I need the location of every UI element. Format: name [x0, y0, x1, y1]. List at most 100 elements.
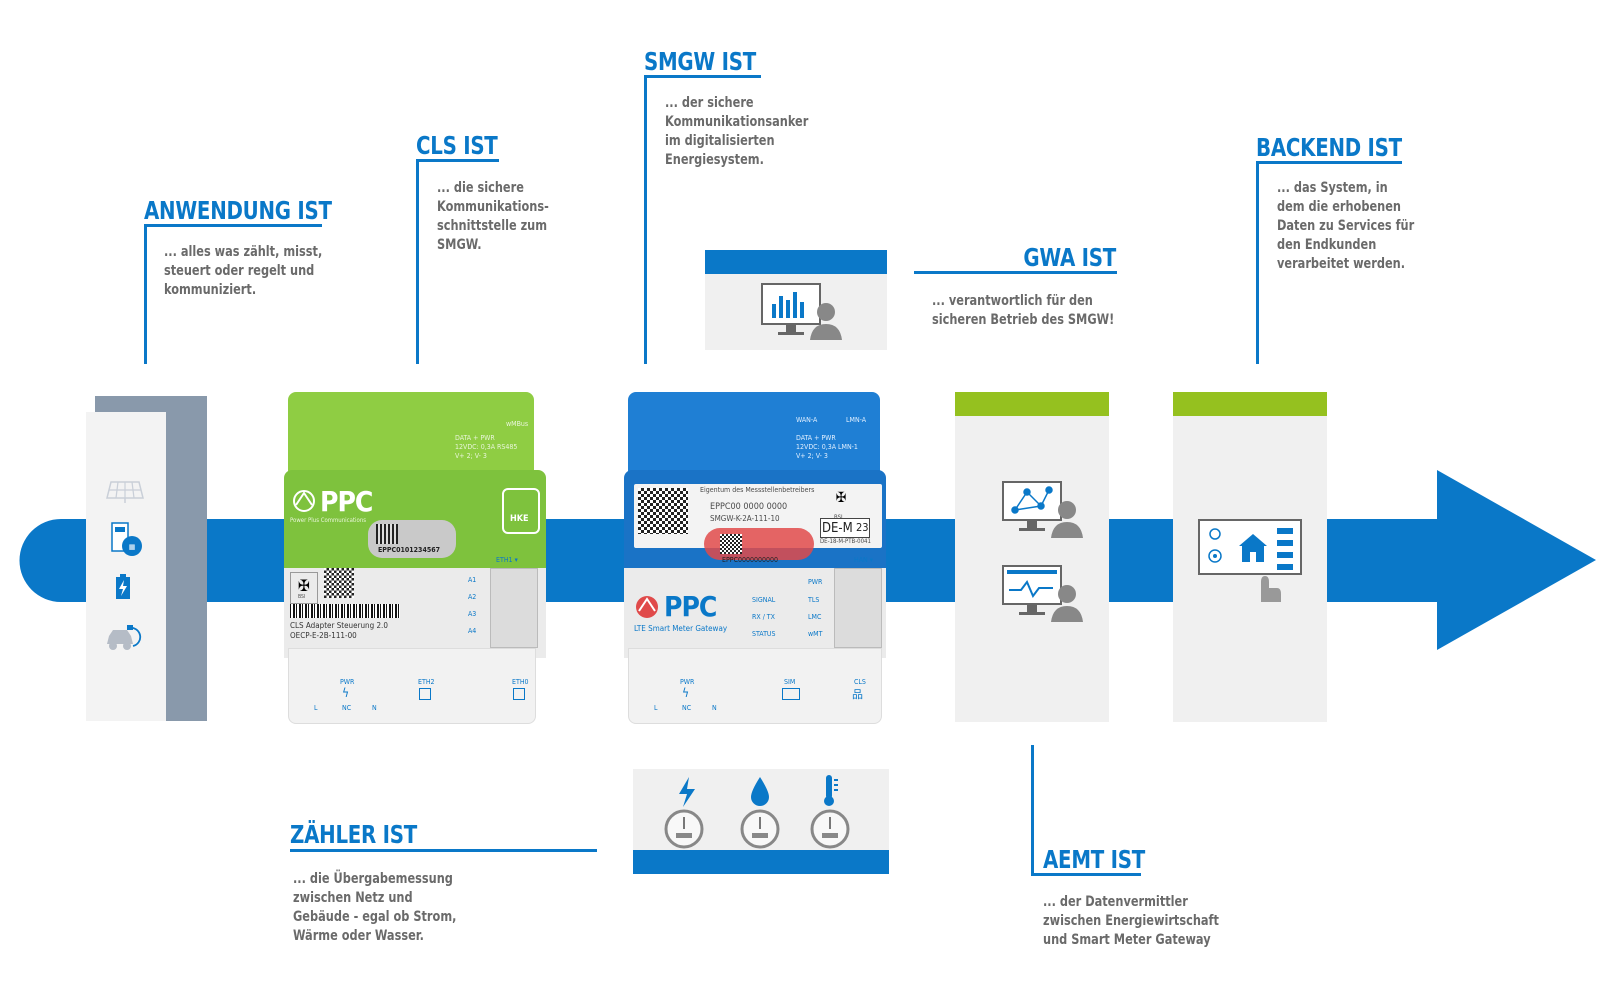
cls-spec-label: DATA + PWR: [455, 434, 495, 442]
sim-slot-icon: [782, 688, 800, 700]
anwendung-panel-side: [166, 396, 207, 721]
cls-part: OECP-E-2B-111-00: [290, 631, 357, 640]
cls-port-label: CLS: [854, 678, 866, 686]
eth0-label: ETH0: [512, 678, 529, 686]
han-label: HAN ▾: [854, 556, 873, 564]
backend-card: [1173, 392, 1327, 722]
battery-icon: [116, 574, 130, 599]
smgw-datamatrix: [720, 534, 742, 554]
smgw-spec-label: DATA + PWR: [796, 434, 836, 442]
sim-label: SIM: [784, 678, 796, 686]
bsi-eagle-icon: ✠: [290, 572, 318, 604]
network-monitor-user-icon: [1002, 481, 1083, 538]
gwa-heading: GWA IST: [1023, 243, 1116, 272]
backend-description: ... das System, in dem die erhobenen Dat…: [1277, 180, 1415, 272]
dem-label: DE-M: [822, 521, 853, 536]
meter-icon: ▦: [111, 522, 142, 556]
smgw-qr-code: [638, 488, 688, 534]
cls-underline: [416, 159, 499, 162]
port-a1: A1: [468, 576, 477, 584]
cls-port-block: [490, 568, 538, 648]
port-a4: A4: [468, 627, 477, 635]
aemt-heading: AEMT IST: [1043, 845, 1145, 874]
anwendung-heading: ANWENDUNG IST: [144, 196, 332, 225]
smgw-id2: SMGW-K-2A-111-10: [710, 514, 780, 523]
smgw-lightning-icon: ϟ: [682, 686, 690, 700]
electric-car-icon: [107, 625, 142, 650]
bsi-eagle-icon: ✠: [835, 490, 847, 506]
wan-a-label: WAN-A: [796, 416, 818, 424]
aemt-description: ... der Datenvermittler zwischen Energie…: [1043, 894, 1219, 948]
svg-text:▦: ▦: [129, 543, 136, 551]
electricity-gauge-icon: [664, 809, 704, 849]
smgw-cert: DE-18-M-PTB-0041: [820, 538, 871, 545]
smgw-underline: [644, 75, 761, 78]
eth0-port-icon: [513, 688, 525, 700]
backend-underline: [1256, 161, 1402, 164]
solar-panel-icon: [106, 481, 144, 503]
smgw-pin-nc: NC: [682, 704, 692, 712]
zaehler-heading: ZÄHLER IST: [290, 820, 417, 849]
cls-datamatrix: [324, 568, 354, 598]
led-wmt: wMT: [808, 630, 823, 638]
meter-card: [633, 769, 889, 874]
water-drop-icon: [751, 777, 769, 806]
cls-serial: EPPC0101234567: [378, 546, 440, 554]
cls-description: ... die sichere Kommunikations- schnitts…: [437, 180, 549, 253]
cls-product: CLS Adapter Steuerung 2.0: [290, 621, 388, 630]
ppc-logo-icon: [636, 596, 658, 618]
cls-adapter-device: wMBus DATA + PWR 12VDC: 0,3A RS485 V+ 2;…: [284, 392, 546, 724]
smgw-brand-logo: PPC: [664, 590, 717, 623]
port-a2: A2: [468, 593, 477, 601]
smgw-pin-n: N: [712, 704, 717, 712]
smgw-device: WAN-A LMN-A DATA + PWR 12VDC: 0,3A LMN-1…: [624, 392, 886, 724]
backend-connector: [1256, 161, 1259, 364]
cls-brand-logo: PPC: [320, 485, 373, 518]
dem-box: [820, 518, 870, 538]
smgw-description: ... der sichere Kommunikationsanker im d…: [665, 95, 809, 168]
cls-brand-sub: Power Plus Communications: [290, 517, 367, 524]
zaehler-underline: [290, 849, 597, 852]
led-pwr: PWR: [808, 578, 823, 586]
backend-heading: BACKEND IST: [1256, 133, 1402, 162]
led-signal: SIGNAL: [752, 596, 776, 604]
gwa-underline: [914, 271, 1117, 274]
cls-spec3-label: V+ 2; V- 3: [455, 452, 487, 460]
cls-pin-nc: NC: [342, 704, 352, 712]
aemt-underline: [1031, 873, 1141, 876]
hke-badge: HKE: [502, 488, 540, 534]
cls-spec2-label: 12VDC: 0,3A RS485: [455, 443, 518, 451]
led-rxtx: RX / TX: [752, 613, 775, 621]
led-lmc: LMC: [808, 613, 822, 621]
cls-pin-l: L: [314, 704, 318, 712]
smgw-pin-l: L: [654, 704, 658, 712]
smgw-pwr-label: PWR: [680, 678, 695, 686]
ppc-logo-icon: [293, 490, 315, 512]
anwendung-connector: [144, 224, 147, 364]
zaehler-description: ... die Übergabemessung zwischen Netz un…: [293, 871, 457, 944]
cls-lightning-icon: ϟ: [342, 686, 350, 700]
monitor-chart-user-icon: [761, 283, 842, 340]
smgw-heading: SMGW IST: [644, 47, 756, 76]
wmbus-label: wMBus: [506, 420, 529, 428]
cls-barcode: [290, 604, 400, 618]
dem-number: 23: [856, 521, 869, 534]
cls-network-icon: 品: [852, 688, 863, 701]
smgw-brand-sub: LTE Smart Meter Gateway: [634, 624, 728, 633]
cls-pin-n: N: [372, 704, 377, 712]
heat-gauge-icon: [810, 809, 850, 849]
anwendung-panel: ▦: [86, 412, 166, 721]
anwendung-description: ... alles was zählt, misst, steuert oder…: [164, 244, 323, 298]
graph-monitor-user-icon: [1002, 565, 1083, 622]
gwa-description: ... verantwortlich für den sicheren Betr…: [932, 293, 1115, 328]
lightning-icon: [679, 777, 695, 807]
lmn-a-label: LMN-A: [846, 416, 867, 424]
aemt-connector: [1031, 745, 1034, 873]
led-tls: TLS: [808, 596, 820, 604]
smgw-spec2-label: 12VDC: 0,3A LMN-1: [796, 443, 858, 451]
anwendung-underline: [144, 224, 322, 227]
smgw-port-block: [834, 568, 882, 648]
cls-heading: CLS IST: [416, 131, 498, 160]
water-gauge-icon: [740, 809, 780, 849]
eth2-label: ETH2: [418, 678, 435, 686]
